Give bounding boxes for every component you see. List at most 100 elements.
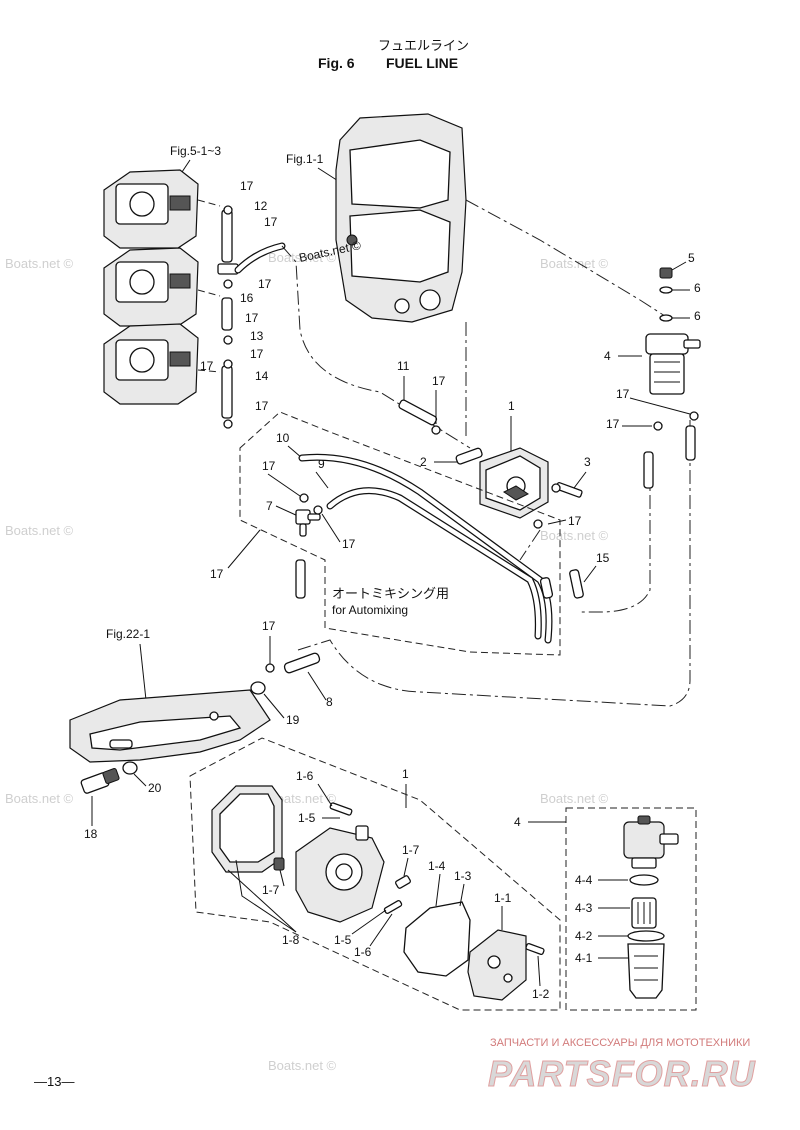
callout-2: 2 — [420, 455, 427, 469]
callout-1-5: 1-5 — [298, 811, 316, 825]
carburetor-bottom — [103, 323, 199, 405]
carburetor-top — [103, 169, 199, 249]
callout-19: 19 — [286, 713, 300, 727]
callout-16: 16 — [240, 291, 254, 305]
callout-1-6: 1-6 — [296, 769, 314, 783]
pump-valve-plate — [467, 929, 527, 1001]
page-number: —13— — [34, 1074, 74, 1089]
title-fig-number: Fig. 6 — [318, 55, 355, 71]
hose-8 — [283, 652, 321, 674]
callout-17: 17 — [606, 417, 620, 431]
callout-1-7: 1-7 — [262, 883, 280, 897]
callout-10: 10 — [276, 431, 290, 445]
partsfor-logo: ЗАПЧАСТИ И АКСЕССУАРЫ ДЛЯ МОТОТЕХНИКИ PA… — [488, 1037, 756, 1095]
callout-1: 1 — [508, 399, 515, 413]
watermark: Boats.net © — [540, 791, 609, 806]
callout-17: 17 — [568, 514, 582, 528]
pump-diaphragm — [403, 901, 471, 977]
ref-cowling: Fig.22-1 — [106, 627, 150, 641]
callout-17: 17 — [264, 215, 278, 229]
callout-17: 17 — [210, 567, 224, 581]
callout-4-3: 4-3 — [575, 901, 593, 915]
hose-11 — [398, 399, 438, 426]
o-ring-4-4 — [629, 874, 659, 886]
brand-tagline: ЗАПЧАСТИ И АКСЕССУАРЫ ДЛЯ МОТОТЕХНИКИ — [490, 1037, 750, 1049]
callout-6: 6 — [694, 281, 701, 295]
connector-18 — [80, 768, 120, 794]
brand-logo-text: PARTSFOR.RU — [488, 1053, 756, 1094]
callout-3: 3 — [584, 455, 591, 469]
callout-17: 17 — [342, 537, 356, 551]
pump-group-callout: 1 — [402, 767, 409, 781]
automixing-note-japanese: オートミキシング用 — [332, 587, 449, 602]
callout-1-3: 1-3 — [454, 869, 472, 883]
ref-carburetor: Fig.5-1~3 — [170, 144, 221, 158]
t-joint-7 — [295, 509, 321, 537]
callout-1-5: 1-5 — [334, 933, 352, 947]
callout-1-8: 1-8 — [282, 933, 300, 947]
title-name: FUEL LINE — [386, 55, 458, 71]
callout-1-6: 1-6 — [354, 945, 372, 959]
watermark: Boats.net © — [268, 250, 337, 265]
callout-4: 4 — [604, 349, 611, 363]
automixing-boundary — [239, 411, 561, 656]
nut-5 — [659, 267, 673, 279]
callout-4-4: 4-4 — [575, 873, 593, 887]
callout-13: 13 — [250, 329, 264, 343]
callout-17: 17 — [255, 399, 269, 413]
callout-17: 17 — [200, 359, 214, 373]
fuel-filter-assembly — [645, 333, 701, 395]
callout-20: 20 — [148, 781, 162, 795]
callout-17: 17 — [240, 179, 254, 193]
pump-body — [295, 825, 385, 923]
gasket-2 — [455, 447, 483, 465]
callout-5: 5 — [688, 251, 695, 265]
bottom-cowling — [69, 689, 271, 763]
fuel-pump — [479, 447, 549, 519]
hose-7-lower — [295, 559, 306, 599]
callout-14: 14 — [255, 369, 269, 383]
watermark: Boats.net © — [268, 1058, 337, 1073]
watermark: Boats.net © — [540, 528, 609, 543]
callout-6: 6 — [694, 309, 701, 323]
callout-1-7: 1-7 — [402, 843, 420, 857]
watermarks: Boats.net © Boats.net © Boats.net © Boat… — [5, 250, 609, 1073]
carb-hoses — [197, 199, 286, 429]
watermark: Boats.net © — [5, 523, 74, 538]
grommet-19 — [250, 681, 266, 695]
filter-group-callout: 4 — [514, 815, 521, 829]
callout-17: 17 — [245, 311, 259, 325]
callout-11: 11 — [397, 359, 410, 373]
callout-17: 17 — [262, 619, 276, 633]
watermark: Boats.net © — [540, 256, 609, 271]
hose-15 — [569, 569, 584, 599]
callout-17: 17 — [616, 387, 630, 401]
filter-exploded-boundary — [565, 807, 697, 1011]
watermark: Boats.net © — [5, 256, 74, 271]
watermark: Boats.net © — [268, 791, 337, 806]
callout-8: 8 — [326, 695, 333, 709]
callout-1-4: 1-4 — [428, 859, 446, 873]
filter-head — [623, 815, 679, 869]
callout-4-1: 4-1 — [575, 951, 593, 965]
filter-cup-4-1 — [627, 943, 665, 999]
callout-9: 9 — [318, 457, 325, 471]
title-japanese: フュエルライン — [378, 39, 469, 54]
callout-17: 17 — [258, 277, 272, 291]
hose-mid — [643, 451, 654, 489]
ref-powerhead: Fig.1-1 — [286, 152, 324, 166]
watermark: Boats.net © — [5, 791, 74, 806]
powerhead-block — [335, 113, 467, 323]
filter-element-4-3 — [631, 897, 657, 929]
dashed-routing — [281, 199, 691, 707]
callout-1-2: 1-2 — [532, 987, 550, 1001]
callout-1-1: 1-1 — [494, 891, 512, 905]
washer-20 — [122, 761, 138, 775]
callout-17: 17 — [250, 347, 264, 361]
callout-7: 7 — [266, 499, 273, 513]
callout-4-2: 4-2 — [575, 929, 593, 943]
pump-exploded-boundary — [189, 737, 561, 1011]
automixing-hoses — [298, 453, 553, 644]
callout-15: 15 — [596, 551, 610, 565]
